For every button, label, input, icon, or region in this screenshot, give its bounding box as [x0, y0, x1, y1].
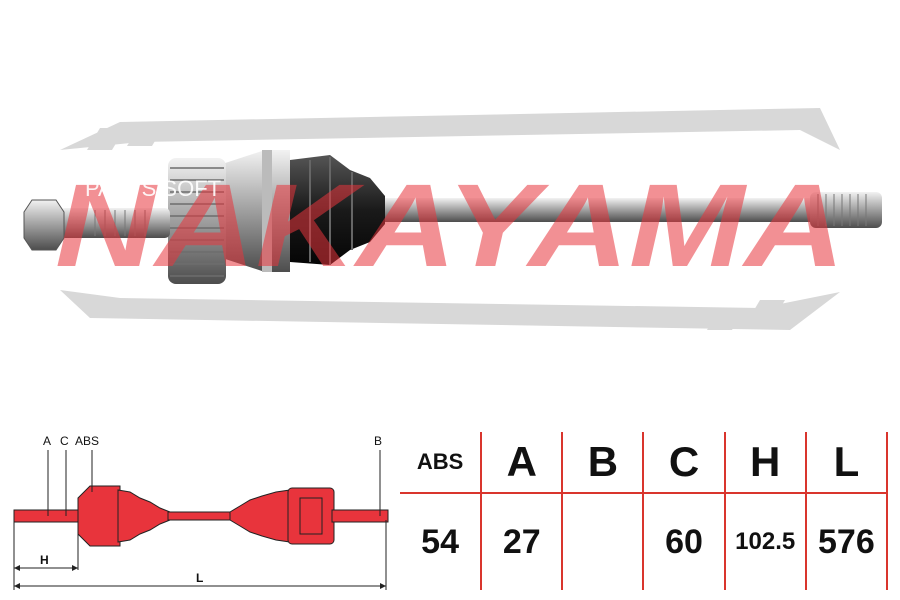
diagram-label-h: H — [40, 553, 49, 567]
spec-header-h: H — [723, 432, 807, 494]
watermark-brand: NAKAYAMA — [55, 160, 845, 292]
diagram-left-joint — [77, 485, 121, 547]
spec-value-h: 102.5 — [723, 492, 807, 590]
diagram-right-shaft — [331, 509, 389, 523]
spec-header-a: A — [480, 432, 564, 494]
spec-value-l: 576 — [804, 492, 889, 590]
diagram-label-abs: ABS — [75, 434, 99, 448]
spec-header-b: B — [561, 432, 645, 494]
drive-shaft-photo — [23, 150, 882, 284]
dimension-diagram: A C ABS B H L — [13, 434, 389, 590]
spec-header-l: L — [804, 432, 889, 494]
spec-value-abs: 54 — [400, 492, 483, 590]
watermark-overlay-text: PARTS SOFT — [85, 176, 221, 201]
diagram-label-l: L — [196, 571, 203, 585]
diagram-label-a: A — [43, 434, 51, 448]
spec-value-c: 60 — [642, 492, 726, 590]
spec-value-b — [561, 492, 645, 590]
diagram-left-boot — [117, 489, 171, 543]
diagram-stub-shaft — [13, 509, 85, 523]
spec-header-abs: ABS — [400, 432, 483, 494]
spec-header-row: ABS A B C H L — [400, 432, 889, 494]
watermark-swoosh — [60, 108, 840, 330]
diagram-right-boot — [229, 489, 291, 543]
diagram-label-b: B — [374, 434, 382, 448]
diagram-right-joint — [287, 487, 335, 545]
spec-value-row: 54 27 60 102.5 576 — [400, 492, 889, 590]
spec-header-c: C — [642, 432, 726, 494]
product-photo: NAKAYAMA PARTS SOFT — [23, 108, 882, 330]
spec-value-a: 27 — [480, 492, 564, 590]
spec-table: ABS A B C H L 54 27 60 102.5 576 — [400, 432, 889, 590]
diagram-middle-shaft — [167, 511, 239, 521]
diagram-label-c: C — [60, 434, 69, 448]
